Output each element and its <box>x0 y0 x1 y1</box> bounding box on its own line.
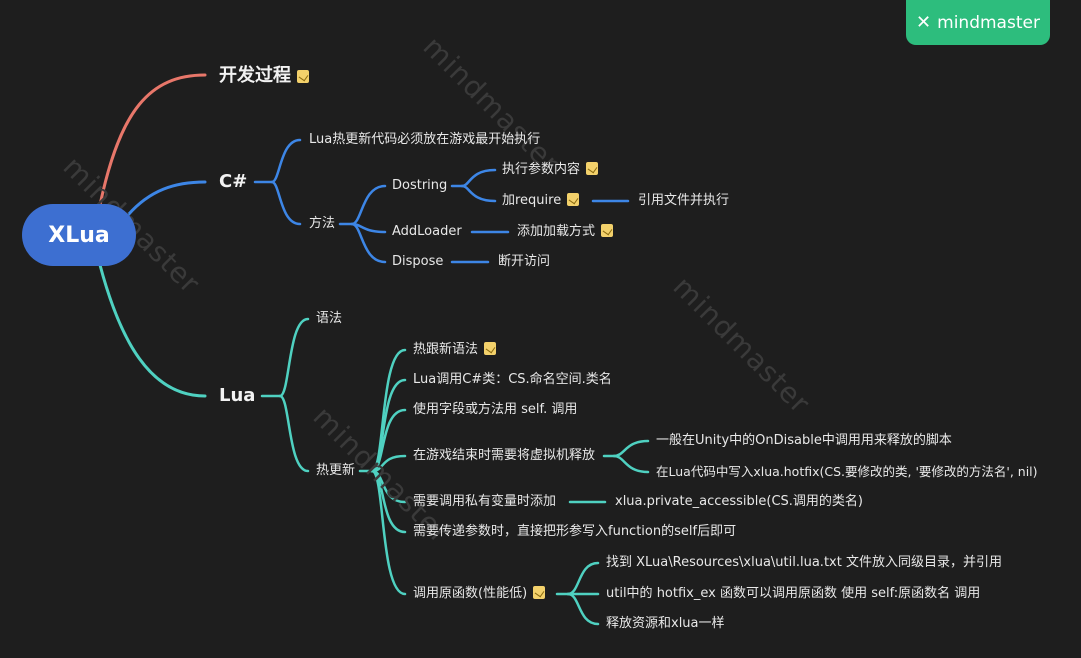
subtopic-h2[interactable]: Lua调用C#类：CS.命名空间.类名 <box>413 372 612 387</box>
subtopic-dispose[interactable]: Dispose <box>392 254 444 269</box>
note-icon[interactable] <box>586 162 599 175</box>
subtopic-hot-update[interactable]: 热更新 <box>316 463 356 478</box>
subtopic-exec-param[interactable]: 执行参数内容 <box>502 162 599 178</box>
note-icon[interactable] <box>601 224 614 237</box>
topic-label: 开发过程 <box>219 65 291 86</box>
subtopic-h4[interactable]: 在游戏结束时需要将虚拟机释放 <box>413 448 596 463</box>
topic-dev-process[interactable]: 开发过程 <box>219 65 309 87</box>
note-icon[interactable] <box>297 70 309 83</box>
root-topic[interactable]: XLua <box>22 204 136 266</box>
subtopic-h4a[interactable]: 一般在Unity中的OnDisable中调用用来释放的脚本 <box>656 433 952 448</box>
mindmaster-badge[interactable]: ✕ mindmaster <box>906 0 1050 45</box>
subtopic-addloader-desc[interactable]: 添加加载方式 <box>517 224 614 240</box>
subtopic-h7a[interactable]: 找到 XLua\Resources\xlua\util.lua.txt 文件放入… <box>606 555 1002 570</box>
brand-name: mindmaster <box>937 12 1040 33</box>
subtopic-csharp-a[interactable]: Lua热更新代码必须放在游戏最开始执行 <box>309 132 541 147</box>
subtopic-addloader[interactable]: AddLoader <box>392 224 462 239</box>
connector-root-devprocess <box>98 73 207 207</box>
subtopic-h5[interactable]: 需要调用私有变量时添加 <box>413 494 557 509</box>
subtopic-h1[interactable]: 热跟新语法 <box>413 342 497 358</box>
topic-lua[interactable]: Lua <box>219 385 256 406</box>
topic-label: 热跟新语法 <box>413 342 479 357</box>
topic-label: 加require <box>502 193 562 208</box>
topic-label: 执行参数内容 <box>502 162 581 177</box>
mindmaster-logo-icon: ✕ <box>916 12 932 33</box>
note-icon[interactable] <box>484 342 497 355</box>
subtopic-ref-file[interactable]: 引用文件并执行 <box>638 193 730 208</box>
subtopic-add-require[interactable]: 加require <box>502 193 580 209</box>
subtopic-method[interactable]: 方法 <box>309 216 336 231</box>
subtopic-dostring[interactable]: Dostring <box>392 178 448 193</box>
connector-root-csharp <box>126 180 207 217</box>
subtopic-h4b[interactable]: 在Lua代码中写入xlua.hotfix(CS.要修改的类, '要修改的方法名'… <box>656 464 1038 479</box>
connector-root-lua <box>98 263 207 398</box>
note-icon[interactable] <box>533 586 546 599</box>
topic-label: 添加加载方式 <box>517 224 596 239</box>
subtopic-h7c[interactable]: 释放资源和xlua一样 <box>606 616 725 631</box>
subtopic-h3[interactable]: 使用字段或方法用 self. 调用 <box>413 402 578 417</box>
subtopic-h6[interactable]: 需要传递参数时，直接把形参写入function的self后即可 <box>413 524 737 539</box>
topic-label: 调用原函数(性能低) <box>413 586 528 601</box>
note-icon[interactable] <box>567 193 580 206</box>
topic-csharp[interactable]: C# <box>219 171 248 192</box>
subtopic-h5a[interactable]: xlua.private_accessible(CS.调用的类名) <box>615 494 863 509</box>
subtopic-h7b[interactable]: util中的 hotfix_ex 函数可以调用原函数 使用 self:原函数名 … <box>606 586 981 601</box>
subtopic-h7[interactable]: 调用原函数(性能低) <box>413 586 546 602</box>
subtopic-syntax[interactable]: 语法 <box>316 311 343 326</box>
subtopic-dispose-desc[interactable]: 断开访问 <box>498 254 551 269</box>
